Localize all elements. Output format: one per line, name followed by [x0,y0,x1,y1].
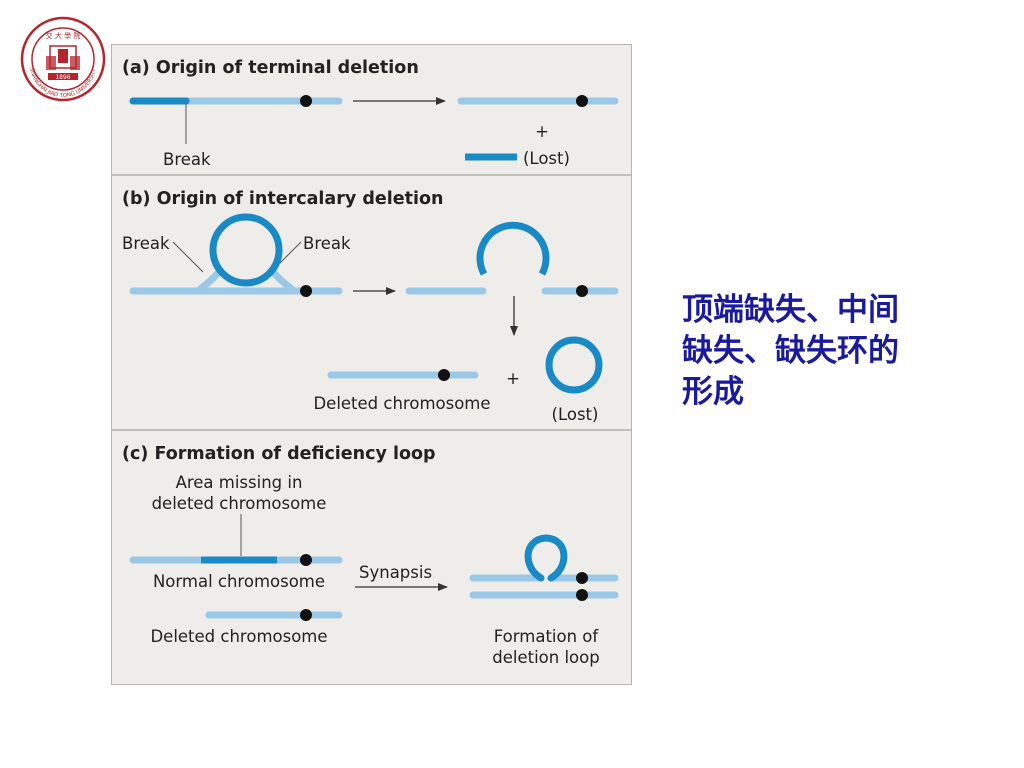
panel-a-plus: + [535,122,549,141]
panel-b-broken-chromosome [405,221,619,297]
seal-banner-text: 1896 [55,74,70,81]
panel-b-break-left-label: Break [122,234,170,253]
centromere [300,554,312,566]
panel-b-title: (b) Origin of intercalary deletion [122,189,443,209]
centromere [300,95,312,107]
centromere [576,589,588,601]
panel-b-plus: + [506,369,520,388]
panel-c-area-line2: deleted chromosome [152,494,327,513]
panel-c-deleted-chromosome [205,609,343,621]
university-seal-logo: SHANGHAI JIAO TONG UNIVERSITY 交 大 學 院 18… [20,16,106,102]
panel-b-deleted-label: Deleted chromosome [313,394,490,413]
centromere [438,369,450,381]
panel-c-normal-chromosome [129,554,343,566]
panel-b-looped-chromosome [129,213,343,297]
lost-ring [545,336,603,394]
break-pointer-left [172,241,204,273]
seal-top-text: 交 大 學 院 [46,31,81,40]
panel-c-result-line1: Formation of [494,627,600,646]
panel-a-break-label: Break [163,150,211,169]
centromere [576,285,588,297]
panel-c-result-line2: deletion loop [492,648,599,667]
centromere [300,285,312,297]
centromere [576,95,588,107]
panel-c-normal-label: Normal chromosome [153,572,325,591]
panel-c-deletion-loop [469,534,619,601]
slide-caption: 顶端缺失、中间 缺失、缺失环的 形成 [682,292,899,410]
panel-c: (c) Formation of deficiency loop Area mi… [122,444,619,667]
panel-c-synapsis-label: Synapsis [359,563,432,582]
panel-a-original-chromosome [129,95,343,107]
panel-b-deleted-chromosome [327,369,479,381]
panel-b-break-right-label: Break [303,234,351,253]
panel-c-deleted-label: Deleted chromosome [150,627,327,646]
panel-a-title: (a) Origin of terminal deletion [122,58,419,78]
panel-a-result-chromosome [457,95,619,107]
panel-b: (b) Origin of intercalary deletion Break… [122,189,619,424]
panel-a: (a) Origin of terminal deletion Break + … [122,58,619,169]
chromosome-deletion-figure: (a) Origin of terminal deletion Break + … [111,44,632,685]
panel-a-lost-label: (Lost) [523,149,570,168]
panel-b-lost-label: (Lost) [552,405,599,424]
centromere [576,572,588,584]
centromere [300,609,312,621]
panel-c-title: (c) Formation of deficiency loop [122,444,436,464]
panel-c-area-line1: Area missing in [176,473,303,492]
